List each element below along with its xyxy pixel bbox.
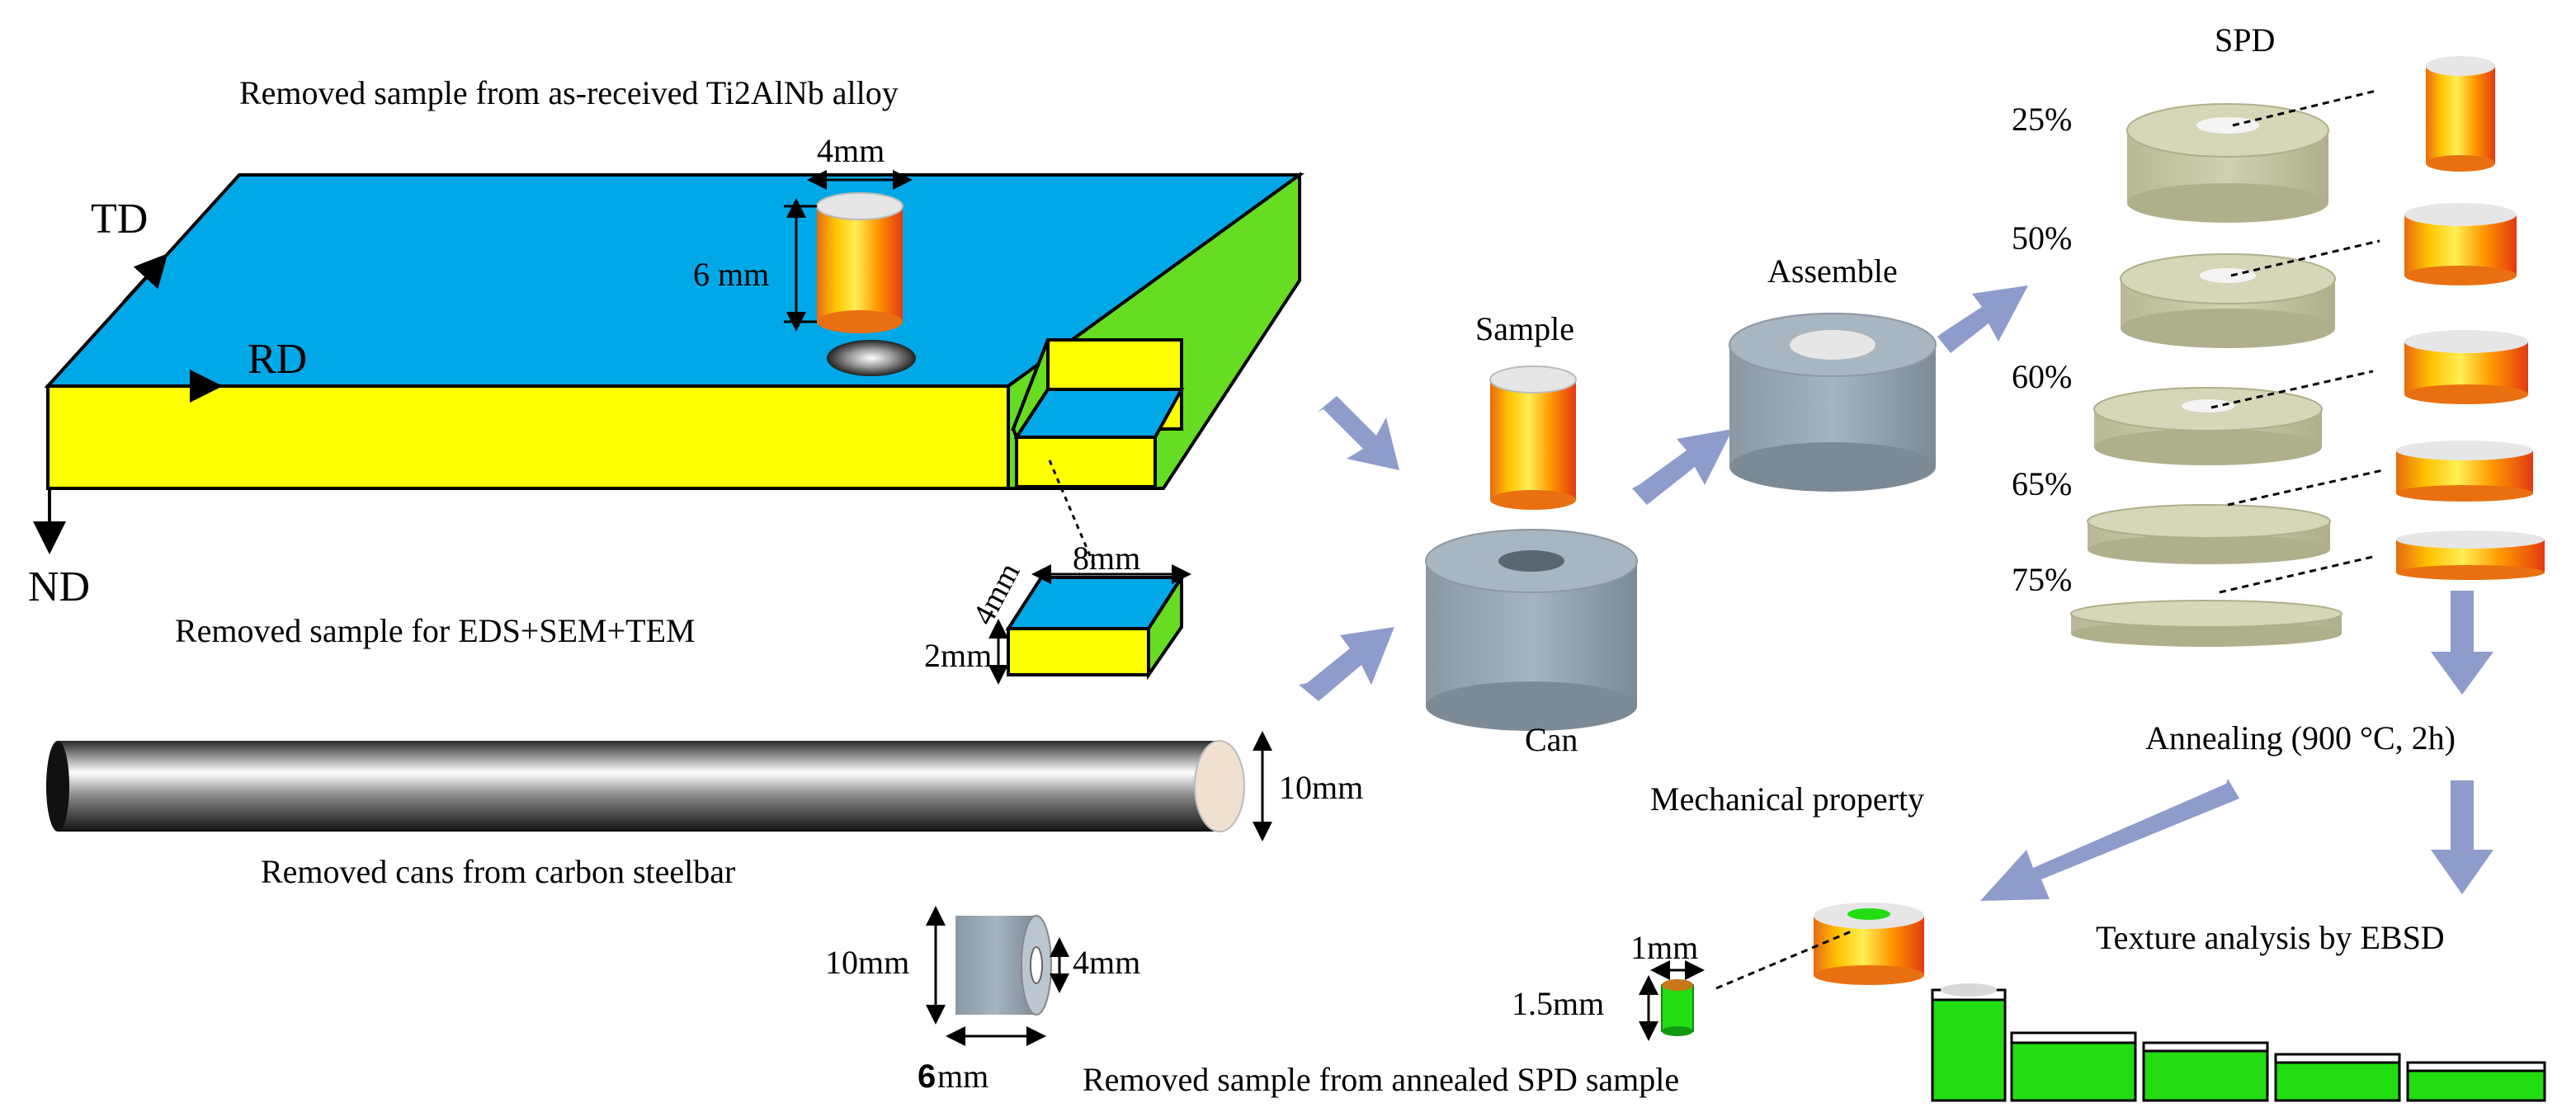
pct-50: 50% — [2012, 219, 2072, 257]
small-dim-15mm: 1.5mm — [1512, 985, 1604, 1022]
spd-sample-75 — [2396, 530, 2545, 580]
axis-td-label: TD — [91, 196, 148, 243]
annealed-title: Removed sample from annealed SPD sample — [1083, 1061, 1679, 1098]
spd-disk-60 — [2093, 387, 2323, 465]
annealed-spd-sample — [1814, 903, 1924, 985]
arrow-assemble-to-spd — [1937, 285, 2028, 353]
spd-label: SPD — [2215, 21, 2275, 59]
can-dim-4mm: 4mm — [1073, 944, 1140, 981]
green-blocks — [1931, 983, 2546, 1102]
can-label: Can — [1525, 721, 1578, 758]
spd-sample-60 — [2404, 330, 2528, 404]
can-dim-10mm: 10mm — [825, 944, 909, 981]
eds-dim-8mm: 8mm — [1073, 540, 1140, 577]
pct-65: 65% — [2012, 465, 2072, 502]
green-block-60 — [2142, 1041, 2269, 1102]
spd-leaders — [2210, 89, 2384, 594]
eds-dim-2mm: 2mm — [924, 637, 992, 674]
can-dim-6: 6 — [918, 1058, 936, 1095]
spd-disk-75 — [2070, 600, 2342, 647]
plate-side-face — [46, 384, 1010, 490]
bar-dim-10mm: 10mm — [1279, 769, 1363, 806]
pct-75: 75% — [2012, 561, 2072, 598]
plate-sample-cylinder — [816, 192, 903, 333]
sample-label: Sample — [1475, 310, 1574, 347]
small-dim-1mm: 1mm — [1630, 929, 1698, 966]
arrow-bar-to-can — [1299, 627, 1394, 701]
plate-cutout-floor — [1013, 388, 1185, 439]
eds-title: Removed sample for EDS+SEM+TEM — [175, 612, 696, 649]
arrow-plate-to-sample — [1317, 396, 1399, 470]
arrow-annealing-to-mechanical — [1980, 779, 2239, 901]
sample-cylinder — [1489, 365, 1577, 510]
green-block-50 — [2010, 1031, 2137, 1102]
carbon-steel-bar — [46, 740, 1245, 832]
spd-disk-65 — [2087, 504, 2331, 564]
pct-25: 25% — [2012, 101, 2072, 138]
plate-cutout-front — [1015, 436, 1157, 488]
axis-nd-label: ND — [28, 563, 90, 610]
mechanical-label: Mechanical property — [1650, 780, 1924, 818]
process-arrows — [1299, 285, 2493, 901]
arrow-can-to-assemble — [1632, 429, 1733, 505]
small-green-cylinder — [1661, 979, 1694, 1036]
axis-td-arrow — [122, 253, 168, 304]
can-cylinder — [1425, 529, 1638, 731]
arrow-down-to-annealing — [2431, 591, 2493, 695]
dim-6mm: 6 mm — [693, 256, 769, 293]
pct-60: 60% — [2012, 358, 2072, 395]
green-block-65 — [2274, 1053, 2401, 1102]
ti2alnb-plate — [44, 172, 1305, 490]
arrow-annealing-to-texture — [2431, 780, 2493, 894]
bar-title: Removed cans from carbon steelbar — [261, 853, 735, 890]
sample-hole — [827, 340, 916, 376]
green-block-75 — [2406, 1061, 2546, 1102]
annealing-label: Annealing (900 °C, 2h) — [2145, 719, 2456, 756]
can-dim-mm: mm — [937, 1058, 988, 1095]
title-top: Removed sample from as-received Ti2AlNb … — [239, 74, 899, 111]
texture-label: Texture analysis by EBSD — [2096, 919, 2445, 956]
small-can — [955, 915, 1052, 1016]
assembled-can — [1729, 313, 1937, 492]
spd-sample-25 — [2426, 56, 2495, 172]
spd-disk-50 — [2120, 253, 2336, 348]
green-block-25 — [1931, 983, 2007, 1102]
eds-sample-block — [1005, 572, 1185, 681]
spd-sample-65 — [2396, 441, 2533, 502]
dim-4mm-top: 4mm — [817, 132, 885, 169]
spd-disk-25 — [2126, 103, 2329, 223]
axis-rd-label: RD — [248, 336, 307, 383]
spd-sample-50 — [2404, 203, 2517, 285]
annealed-leader — [1715, 929, 1854, 990]
assemble-label: Assemble — [1767, 252, 1898, 290]
